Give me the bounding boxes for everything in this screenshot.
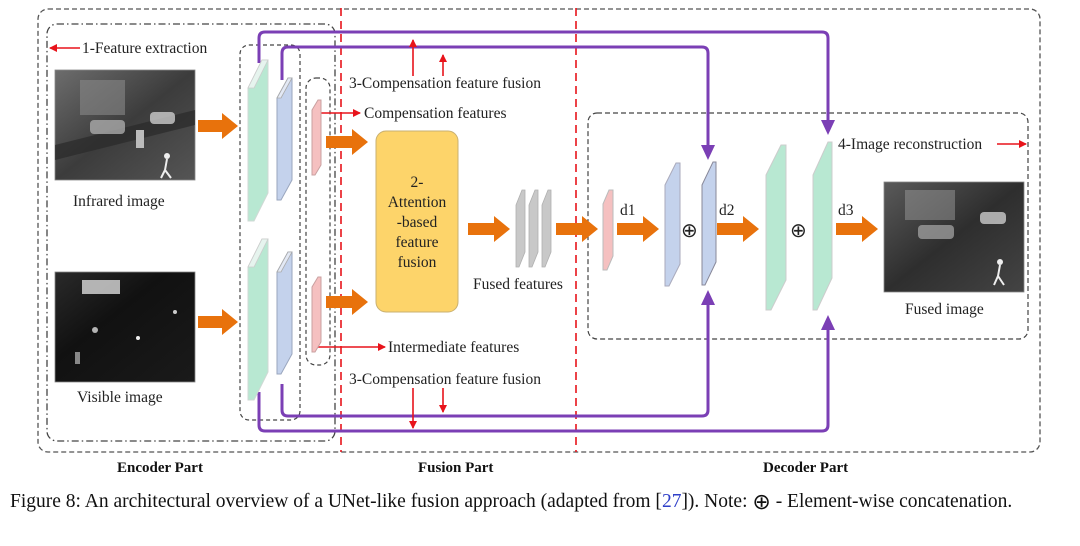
orange-arrows [198,113,878,335]
decoder-layer-blue-b [701,161,717,286]
fused-features-label: Fused features [473,276,563,293]
d3-label: d3 [838,202,854,219]
fused-image [883,181,1025,293]
encoder-layer-green-bottom [247,238,269,401]
encoder-layer-group-box [239,44,301,421]
encoder-part-title: Encoder Part [117,460,203,476]
encoder-layer-green-top [247,59,269,222]
skip-connection-top-outer [257,30,830,120]
caption-middle: ]). Note: [681,491,753,512]
attention-line-2: Attention [388,194,447,211]
citation-link[interactable]: 27 [661,491,682,512]
arrow-d2 [717,216,759,242]
bottleneck-layer-pink-top [311,99,322,176]
arrow-fused-to-decoder [556,216,598,242]
skip-connection-bottom-outer [257,330,830,433]
arrow-d1 [617,216,659,242]
encoder-region-box [46,23,336,442]
intermediate-features-label: Intermediate features [388,339,519,356]
encoder-layer-blue-bottom [276,251,293,375]
fusion-part-title: Fusion Part [418,460,493,476]
attention-line-4: feature [395,234,438,251]
concat-symbol-icon: ⊕ [752,489,771,514]
skip-connection-bottom-inner [280,305,710,418]
infrared-image [54,69,196,181]
attention-line-5: fusion [398,254,437,271]
decoder-region-box [587,112,1029,340]
outer-frame [37,8,1041,453]
d1-label: d1 [620,202,636,219]
decoder-part-title: Decoder Part [763,460,848,476]
attention-block-text: 2- Attention -based feature fusion [388,174,447,271]
skip-arrowheads [701,120,835,330]
purple-arrowhead-down-d2 [701,145,715,160]
visible-image-label: Visible image [77,389,163,406]
arrow-d3 [836,216,878,242]
arrow-infrared-to-encoder [198,113,238,139]
decoder-layer-green-a [765,144,787,311]
encoder-layers [247,59,322,401]
compensation-fusion-bottom-label: 3-Compensation feature fusion [349,371,541,388]
decoder-layer-green-b [812,141,833,311]
attention-line-1: 2- [411,174,424,191]
concat-symbol-1: ⊕ [681,220,698,242]
purple-arrowhead-up-d2 [701,290,715,305]
caption-suffix: - Element-wise concatenation. [770,491,1013,512]
visible-image [54,271,196,383]
infrared-image-label: Infrared image [73,193,165,210]
attention-line-3: -based [397,214,438,231]
decoder-layers [602,141,833,311]
figure-caption: Figure 8: An architectural overview of a… [10,490,1076,514]
compensation-fusion-arrows [49,39,1027,429]
image-reconstruction-label: 4-Image reconstruction [838,136,982,153]
skip-connection-top-inner [280,45,710,145]
compensation-fusion-top-label: 3-Compensation feature fusion [349,75,541,92]
decoder-layer-blue-a [664,162,681,287]
skip-connections [257,30,830,433]
architecture-diagram: 1-Feature extraction Infrared image Visi… [37,8,1041,476]
attention-fusion-block [375,130,459,313]
bottleneck-group-box [305,77,331,366]
concat-symbol-2: ⊕ [790,220,807,242]
d2-label: d2 [719,202,735,219]
caption-prefix: Figure 8: An architectural overview of a… [10,491,662,512]
arrow-visible-to-encoder [198,309,238,335]
arrow-attention-to-fused [468,216,510,242]
encoder-layer-blue-top [276,77,293,201]
feature-extraction-label: 1-Feature extraction [82,40,207,57]
arrow-comp-to-attention [326,129,368,155]
fused-feature-maps [515,189,552,268]
compensation-features-label: Compensation features [364,105,506,122]
purple-arrowhead-down-d3 [821,120,835,135]
bottleneck-layer-pink-bottom [311,276,322,353]
decoder-layer-pink-d1 [602,189,614,271]
purple-arrowhead-up-d3 [821,315,835,330]
fused-image-label: Fused image [905,301,984,318]
arrow-inter-to-attention [326,289,368,315]
